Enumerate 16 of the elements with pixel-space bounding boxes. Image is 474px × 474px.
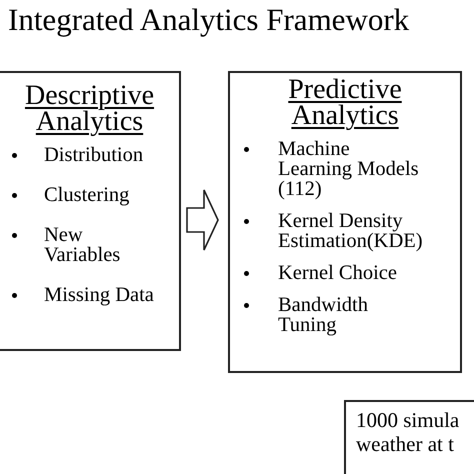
list-item: Kernel Density Estimation(KDE) [278, 211, 424, 251]
list-item: Bandwidth Tuning [278, 295, 369, 335]
diagram-title: Integrated Analytics Framework [8, 2, 410, 38]
content-box [344, 400, 474, 474]
block-arrow [186, 189, 219, 251]
list-item: Clustering [44, 185, 130, 205]
list-item: Machine Learning Models (112) [278, 139, 420, 199]
list-item: Kernel Choice [278, 263, 398, 283]
content-box [0, 71, 181, 351]
list-item: New Variables [44, 225, 122, 265]
box-heading: Predictive Analytics [287, 77, 403, 129]
list-item: Missing Data [44, 285, 154, 305]
box-heading: Descriptive Analytics [24, 83, 156, 135]
list-item: Distribution [44, 145, 144, 165]
content-box [228, 71, 462, 373]
box-text: 1000 simula weather at t [356, 408, 460, 456]
